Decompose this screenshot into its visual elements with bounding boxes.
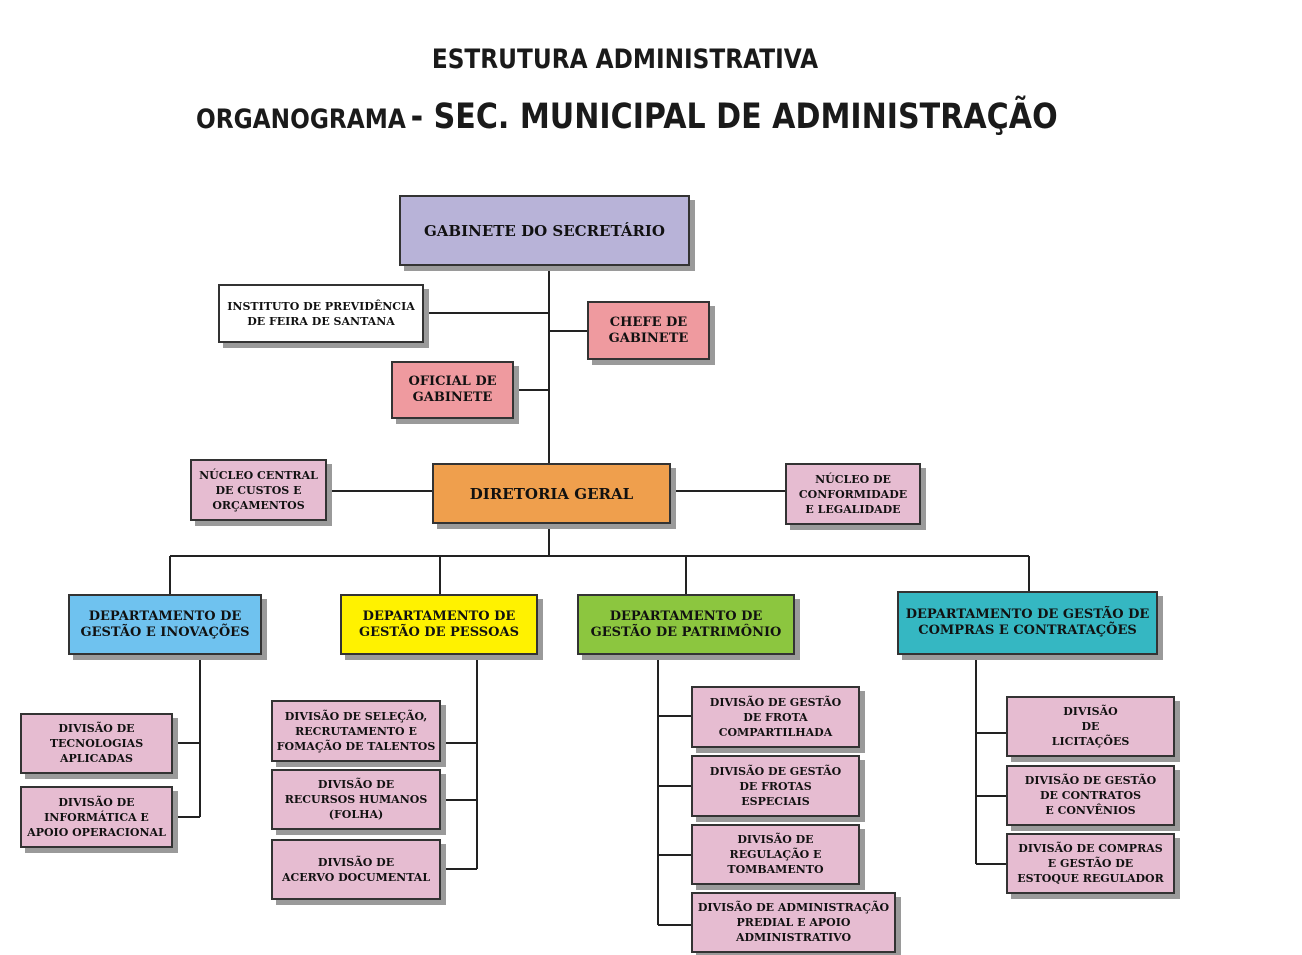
box-div-frota-compartilhada: DIVISÃO DE GESTÃO DE FROTA COMPARTILHADA: [691, 686, 860, 748]
box-oficial-gabinete: OFICIAL DE GABINETE: [391, 361, 514, 419]
subtitle-main: - SEC. MUNICIPAL DE ADMINISTRAÇÃO: [410, 97, 1058, 137]
box-div-compras-estoque: DIVISÃO DE COMPRAS E GESTÃO DE ESTOQUE R…: [1006, 833, 1175, 894]
box-instituto-previdencia: INSTITUTO DE PREVIDÊNCIA DE FEIRA DE SAN…: [218, 284, 424, 343]
box-div-licitacoes: DIVISÃO DE LICITAÇÕES: [1006, 696, 1175, 757]
box-diretoria-geral: DIRETORIA GERAL: [432, 463, 671, 524]
box-div-selecao-recrutamento: DIVISÃO DE SELEÇÃO, RECRUTAMENTO E FOMAÇ…: [271, 700, 441, 762]
box-div-recursos-humanos: DIVISÃO DE RECURSOS HUMANOS (FOLHA): [271, 769, 441, 830]
box-div-frotas-especiais: DIVISÃO DE GESTÃO DE FROTAS ESPECIAIS: [691, 755, 860, 817]
box-dept-gestao-pessoas: DEPARTAMENTO DE GESTÃO DE PESSOAS: [340, 594, 538, 655]
box-chefe-gabinete: CHEFE DE GABINETE: [587, 301, 710, 360]
box-dept-gestao-inovacoes: DEPARTAMENTO DE GESTÃO E INOVAÇÕES: [68, 594, 262, 655]
box-div-tecnologias-aplicadas: DIVISÃO DE TECNOLOGIAS APLICADAS: [20, 713, 173, 774]
box-gabinete-secretario: GABINETE DO SECRETÁRIO: [399, 195, 690, 266]
chart-title: ESTRUTURA ADMINISTRATIVA: [431, 44, 819, 75]
box-nucleo-custos: NÚCLEO CENTRAL DE CUSTOS E ORÇAMENTOS: [190, 459, 327, 521]
box-div-administracao-predial: DIVISÃO DE ADMINISTRAÇÃO PREDIAL E APOIO…: [691, 892, 896, 953]
box-dept-gestao-patrimonio: DEPARTAMENTO DE GESTÃO DE PATRIMÔNIO: [577, 594, 795, 655]
box-div-regulacao-tombamento: DIVISÃO DE REGULAÇÃO E TOMBAMENTO: [691, 824, 860, 885]
subtitle-prefix: ORGANOGRAMA: [196, 104, 406, 135]
box-nucleo-conformidade: NÚCLEO DE CONFORMIDADE E LEGALIDADE: [785, 463, 921, 525]
box-div-informatica-apoio: DIVISÃO DE INFORMÁTICA E APOIO OPERACION…: [20, 786, 173, 848]
box-div-contratos-convenios: DIVISÃO DE GESTÃO DE CONTRATOS E CONVÊNI…: [1006, 765, 1175, 826]
box-div-acervo-documental: DIVISÃO DE ACERVO DOCUMENTAL: [271, 839, 441, 900]
chart-subtitle: ORGANOGRAMA - SEC. MUNICIPAL DE ADMINIST…: [196, 97, 1058, 137]
box-dept-compras-contratacoes: DEPARTAMENTO DE GESTÃO DE COMPRAS E CONT…: [897, 591, 1158, 655]
